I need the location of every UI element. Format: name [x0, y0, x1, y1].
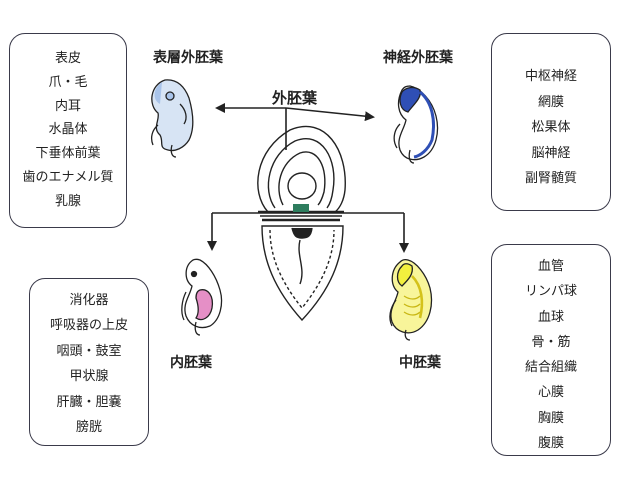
list-item: 血管 [537, 259, 564, 274]
list-item: 中枢神経 [524, 69, 577, 84]
surface-ectoderm-derivatives-box: 表皮 爪・毛 内耳 水晶体 下垂体前葉 歯のエナメル質 乳腺 [9, 33, 127, 228]
surface-ectoderm-label: 表層外胚葉 [153, 50, 223, 66]
list-item: 脳神経 [531, 145, 571, 161]
surface-ectoderm-embryo-icon [151, 79, 194, 158]
neural-ectoderm-label: 神経外胚葉 [383, 50, 453, 66]
list-item: 胸膜 [537, 410, 564, 426]
neural-ectoderm-derivatives-box: 中枢神経 網膜 松果体 脳神経 副腎髄質 [491, 33, 611, 211]
list-item: 結合組織 [524, 360, 577, 376]
list-item: 咽頭・鼓室 [56, 343, 122, 359]
list-item: 表皮 [54, 51, 81, 66]
endoderm-embryo-icon [181, 258, 223, 336]
list-item: リンパ球 [524, 284, 577, 300]
list-item: 心膜 [537, 385, 564, 401]
list-item: 血球 [537, 309, 564, 325]
list-item: 甲状腺 [69, 369, 109, 385]
list-item: 網膜 [537, 94, 564, 110]
mesoderm-derivatives-box: 血管 リンパ球 血球 骨・筋 結合組織 心膜 胸膜 腹膜 [491, 244, 611, 456]
list-item: 呼吸器の上皮 [49, 318, 128, 334]
list-item: 膀胱 [75, 419, 102, 435]
neural-ectoderm-embryo-icon [393, 85, 439, 164]
list-item: 乳腺 [54, 193, 81, 209]
list-item: 腹膜 [537, 436, 564, 452]
arrow-to-neural-ectoderm [285, 107, 375, 122]
list-item: 爪・毛 [48, 74, 88, 90]
list-item: 歯のエナメル質 [22, 169, 114, 185]
list-item: 消化器 [69, 293, 109, 308]
mesoderm-label: 中胚葉 [399, 355, 441, 371]
embryonic-disc-icon [257, 125, 346, 322]
mesoderm-embryo-icon [389, 258, 433, 341]
list-item: 副腎髄質 [524, 171, 577, 186]
list-item: 下垂体前葉 [35, 146, 101, 162]
list-item: 松果体 [531, 120, 571, 135]
endoderm-label: 内胚葉 [170, 355, 212, 371]
list-item: 水晶体 [48, 122, 88, 138]
list-item: 内耳 [54, 98, 81, 114]
list-item: 肝臓・胆嚢 [56, 394, 122, 410]
endoderm-derivatives-box: 消化器 呼吸器の上皮 咽頭・鼓室 甲状腺 肝臓・胆嚢 膀胱 [29, 278, 149, 446]
list-item: 骨・筋 [531, 334, 571, 350]
ectoderm-label: 外胚葉 [272, 89, 318, 107]
